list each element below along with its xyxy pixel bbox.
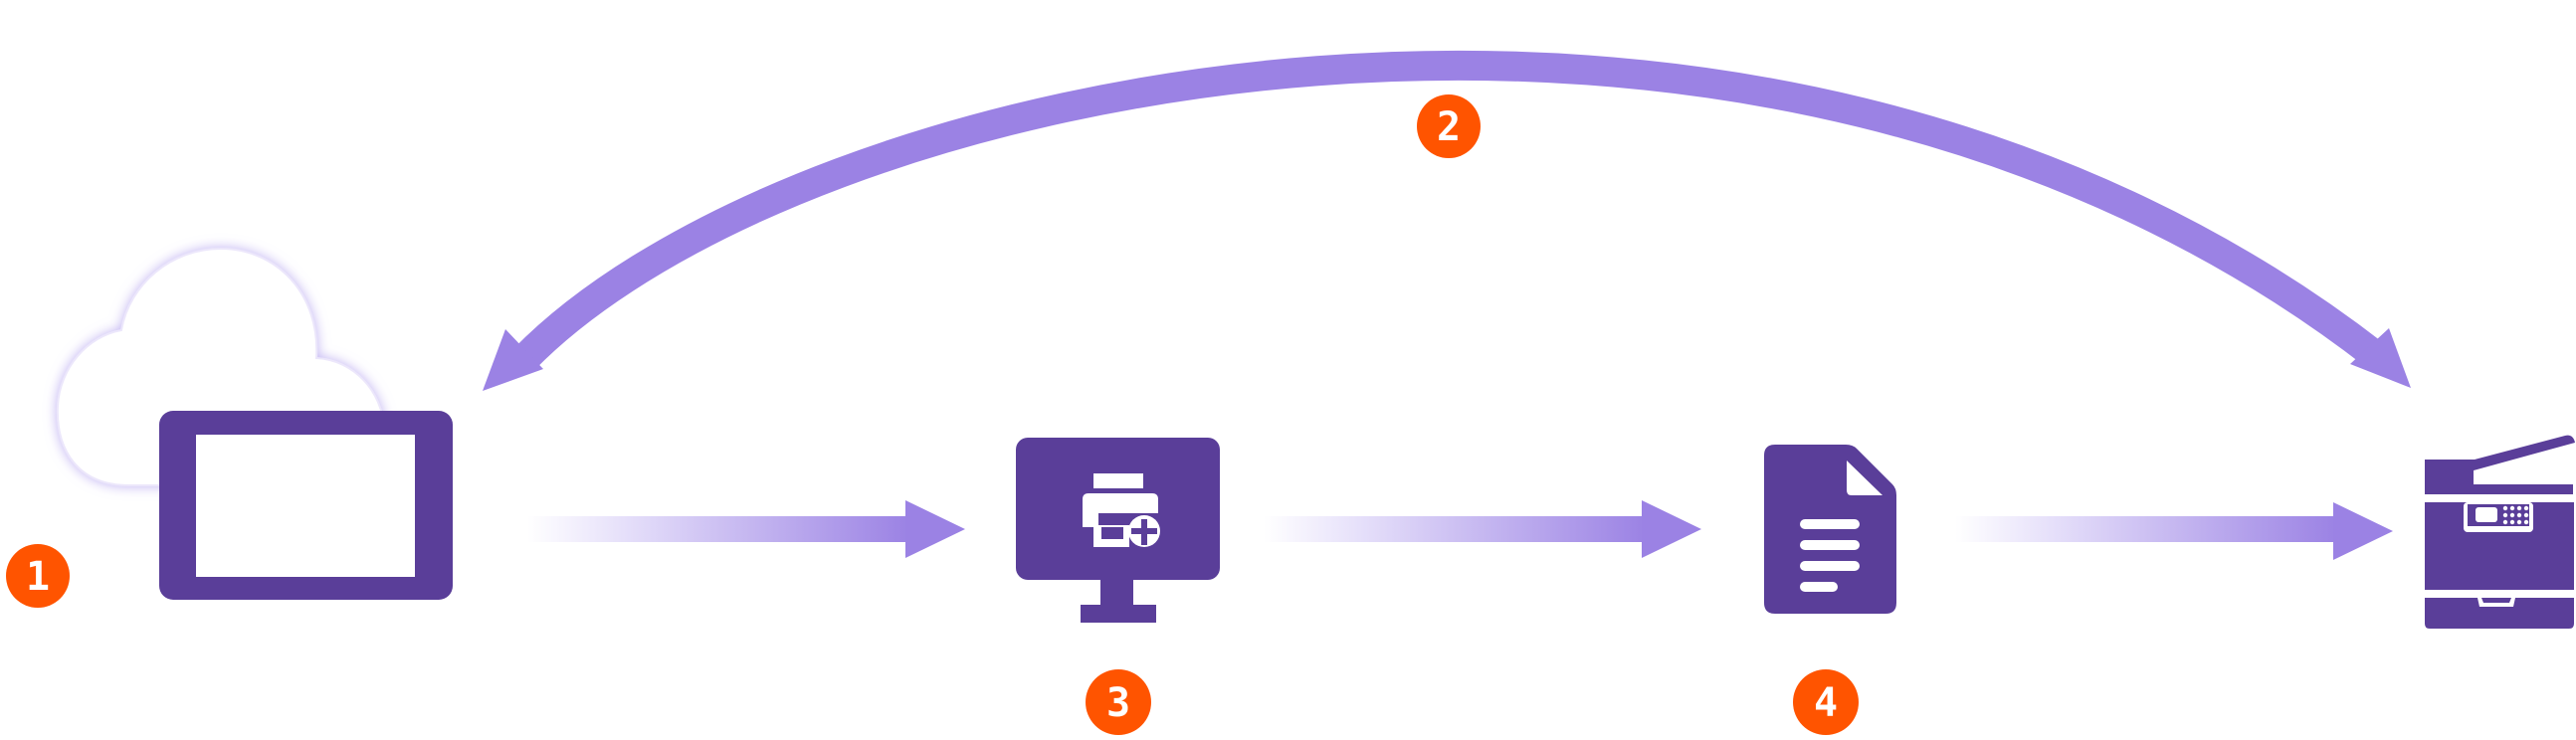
tablet-icon: [159, 411, 453, 600]
curved-double-arrow: [483, 50, 2411, 391]
arrow-monitor-to-document: [1264, 500, 1701, 558]
step-number-4: 4: [1814, 680, 1838, 726]
step-number-1: 1: [26, 554, 50, 600]
step-badge-3: 3: [1086, 669, 1151, 735]
arrow-document-to-printer: [1955, 502, 2393, 560]
arrow-tablet-to-monitor: [527, 500, 965, 558]
step-badge-1: 1: [6, 544, 70, 608]
monitor-print-icon: [1016, 438, 1220, 623]
document-icon: [1764, 445, 1896, 614]
step-badge-2: 2: [1417, 94, 1481, 158]
multifunction-printer-icon: [2425, 435, 2575, 629]
step-badge-4: 4: [1793, 669, 1859, 735]
step-number-3: 3: [1106, 680, 1130, 726]
step-number-2: 2: [1437, 104, 1461, 150]
